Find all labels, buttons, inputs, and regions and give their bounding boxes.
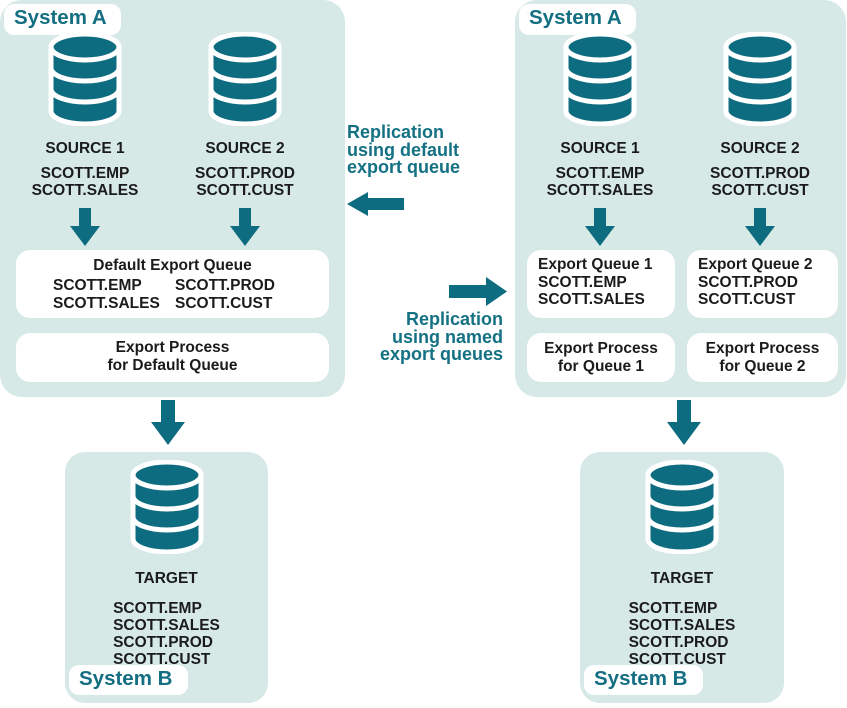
right-source-1: SOURCE 1 SCOTT.EMP SCOTT.SALES xyxy=(525,31,675,246)
right-system-a-panel: System A SOURCE 1 SCOTT.EMP SCOTT.SALES xyxy=(515,0,846,397)
left-system-a-panel: System A SOURCE 1 SCOTT.EMP SCOTT.SALES xyxy=(0,0,345,397)
target-name: TARGET xyxy=(650,570,714,587)
default-export-process-box: Export Process for Default Queue xyxy=(16,333,329,382)
arrow-left-icon xyxy=(347,192,404,216)
queue-box-title: Export Queue 2 xyxy=(698,256,813,273)
target-tables: SCOTT.EMP SCOTT.SALES SCOTT.PROD SCOTT.C… xyxy=(113,600,220,668)
database-icon xyxy=(206,31,284,131)
left-system-a-label: System A xyxy=(4,4,121,35)
arrow-down-icon xyxy=(151,400,185,445)
arrow-down-icon xyxy=(745,208,775,246)
source-name: SOURCE 1 xyxy=(560,140,640,157)
arrow-down-icon xyxy=(585,208,615,246)
default-queue-annotation: Replication using default export queue xyxy=(347,122,461,177)
source-name: SOURCE 2 xyxy=(720,140,800,157)
left-sources-row: SOURCE 1 SCOTT.EMP SCOTT.SALES xyxy=(10,31,320,246)
source-tables: SCOTT.PROD SCOTT.CUST xyxy=(710,165,810,199)
default-export-queue-box: Default Export Queue SCOTT.EMP SCOTT.SAL… xyxy=(16,250,329,318)
arrow-right-icon xyxy=(449,277,507,306)
right-sources-row: SOURCE 1 SCOTT.EMP SCOTT.SALES xyxy=(525,31,835,246)
database-icon xyxy=(46,31,124,131)
left-source-2: SOURCE 2 SCOTT.PROD SCOTT.CUST xyxy=(170,31,320,246)
queue-column-1: SCOTT.EMP SCOTT.SALES xyxy=(53,277,160,312)
left-system-b-panel: TARGET SCOTT.EMP SCOTT.SALES SCOTT.PROD … xyxy=(65,452,268,703)
left-source-1: SOURCE 1 SCOTT.EMP SCOTT.SALES xyxy=(10,31,160,246)
left-system-b-label: System B xyxy=(69,665,189,695)
database-icon xyxy=(643,459,721,559)
export-queue-2-box: Export Queue 2 SCOTT.PROD SCOTT.CUST xyxy=(687,250,838,318)
right-system-a-label: System A xyxy=(519,4,636,35)
source-tables: SCOTT.EMP SCOTT.SALES xyxy=(31,165,139,199)
export-process-1-box: Export Process for Queue 1 xyxy=(527,333,675,382)
source-tables: SCOTT.EMP SCOTT.SALES xyxy=(546,165,654,199)
right-system-b-panel: TARGET SCOTT.EMP SCOTT.SALES SCOTT.PROD … xyxy=(580,452,784,703)
queue-box-title: Default Export Queue xyxy=(93,257,252,274)
arrow-down-icon xyxy=(230,208,260,246)
queue-column-2: SCOTT.PROD SCOTT.CUST xyxy=(175,277,275,312)
named-queues-annotation: Replication using named export queues xyxy=(379,309,503,364)
right-source-2: SOURCE 2 SCOTT.PROD SCOTT.CUST xyxy=(685,31,835,246)
source-name: SOURCE 2 xyxy=(205,140,285,157)
export-queue-1-box: Export Queue 1 SCOTT.EMP SCOTT.SALES xyxy=(527,250,675,318)
arrow-down-icon xyxy=(667,400,701,445)
queue-box-title: Export Queue 1 xyxy=(538,256,653,273)
target-name: TARGET xyxy=(135,570,198,587)
export-process-2-box: Export Process for Queue 2 xyxy=(687,333,838,382)
target-tables: SCOTT.EMP SCOTT.SALES SCOTT.PROD SCOTT.C… xyxy=(628,600,736,668)
database-icon xyxy=(721,31,799,131)
arrow-down-icon xyxy=(70,208,100,246)
database-icon xyxy=(128,459,206,559)
right-system-b-label: System B xyxy=(584,665,704,695)
database-icon xyxy=(561,31,639,131)
source-tables: SCOTT.PROD SCOTT.CUST xyxy=(195,165,295,199)
source-name: SOURCE 1 xyxy=(45,140,125,157)
